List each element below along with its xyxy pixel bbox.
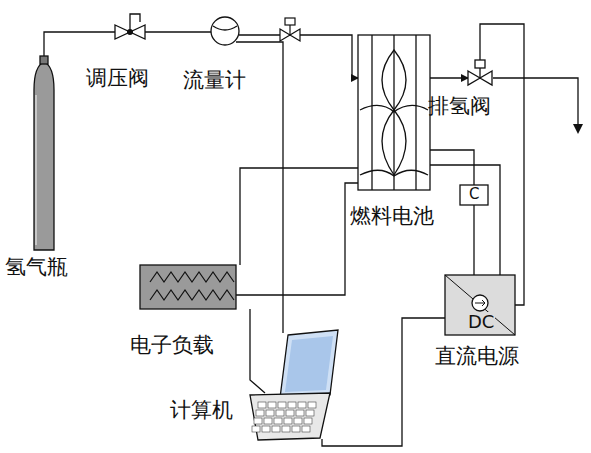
connector [473,205,474,275]
node-shape [168,328,340,446]
cylinder-node: 氢气瓶 [4,14,90,284]
flowmeter-node: 流量计 [180,10,272,98]
fuel-cell-node: 燃料电池 [348,30,443,235]
node-label: C [469,186,479,203]
node-label: 氢气瓶 [5,255,68,279]
node-label: 排氢阀 [428,94,491,118]
connector [44,32,115,62]
connector [480,24,524,305]
exhaust-pipe [493,78,578,128]
node-label: DC [467,312,495,333]
computer-node: 计算机 [168,328,340,446]
node-label: 燃料电池 [350,204,434,228]
node-label: 流量计 [183,68,246,92]
solenoid-valve [280,18,300,41]
node-label: 计算机 [170,398,233,422]
connector [250,309,265,393]
power-node: DC 直流电源 [433,272,525,372]
connector [145,31,211,32]
connector [240,168,358,265]
connector [430,150,474,185]
connector [322,318,445,446]
connector [236,183,358,295]
valve-node: 排氢阀 [426,54,498,124]
node-label: 直流电源 [435,344,519,368]
exhaust-arrow [573,124,583,134]
node-shape [4,14,90,284]
regulator-node: 调压阀 [84,8,174,98]
sensor-node: C [460,185,488,205]
node-label: 调压阀 [86,66,149,90]
node-label: 电子负载 [130,333,214,357]
connector [430,77,468,78]
connector [430,165,500,275]
load-node: 电子负载 [128,262,240,360]
